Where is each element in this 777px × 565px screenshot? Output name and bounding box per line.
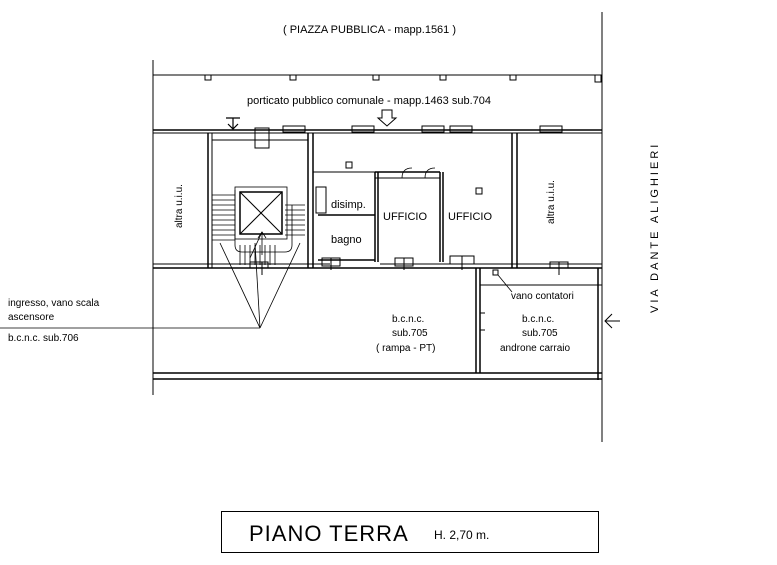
title-block: PIANO TERRA H. 2,70 m.	[221, 511, 599, 553]
left-unit-label: altra u.i.u.	[174, 184, 185, 228]
staircase	[212, 190, 305, 265]
androne-label-line2: sub.705	[522, 328, 558, 339]
disimp-label: disimp.	[331, 199, 366, 211]
street-label: VIA DANTE ALIGHIERI	[649, 142, 661, 313]
ramp-label-line3: ( rampa - PT)	[376, 343, 435, 354]
entrance-arrow	[226, 117, 240, 130]
entry-label-line3: b.c.n.c. sub.706	[8, 333, 79, 344]
floor-title: PIANO TERRA	[249, 521, 409, 546]
ufficio-1-label: UFFICIO	[383, 211, 427, 223]
bagno-label: bagno	[331, 234, 362, 246]
ramp-label-line2: sub.705	[392, 328, 428, 339]
floor-height: H. 2,70 m.	[434, 528, 490, 542]
ramp-label-line1: b.c.n.c.	[392, 314, 424, 325]
plan-labels: ( PIAZZA PUBBLICA - mapp.1561 ) porticat…	[8, 24, 661, 354]
floor-plan: ( PIAZZA PUBBLICA - mapp.1561 ) porticat…	[0, 12, 661, 442]
portico-label: porticato pubblico comunale - mapp.1463 …	[247, 95, 491, 107]
ufficio-2-label: UFFICIO	[448, 211, 492, 223]
entry-label-line1: ingresso, vano scala	[8, 298, 100, 309]
street-entrance-arrow	[604, 313, 620, 329]
androne-label-line3: androne carraio	[500, 343, 570, 354]
meter-room-label: vano contatori	[511, 291, 574, 302]
entrance-arrow	[376, 109, 398, 127]
right-unit-label: altra u.i.u.	[546, 180, 557, 224]
piazza-label: ( PIAZZA PUBBLICA - mapp.1561 )	[283, 24, 456, 36]
androne-label-line1: b.c.n.c.	[522, 314, 554, 325]
entry-label-line2: ascensore	[8, 312, 55, 323]
